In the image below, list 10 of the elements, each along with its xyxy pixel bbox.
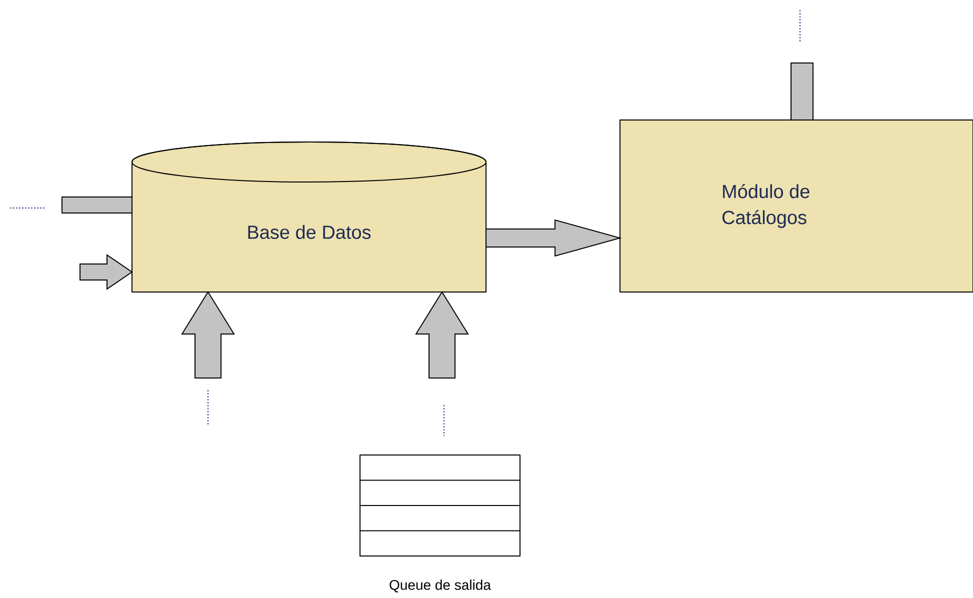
- database-cylinder: Base de Datos: [132, 142, 486, 292]
- module-box: Módulo de Catálogos: [620, 120, 973, 292]
- block-arrow: [62, 196, 132, 214]
- queue-drawing: [360, 454, 520, 556]
- block-arrow: [181, 291, 235, 378]
- block-arrow: [790, 62, 814, 120]
- block-arrow: [80, 254, 133, 290]
- block-arrow: [415, 291, 469, 378]
- queue-caption: Queue de salida: [390, 580, 491, 592]
- block-arrow: [486, 219, 622, 257]
